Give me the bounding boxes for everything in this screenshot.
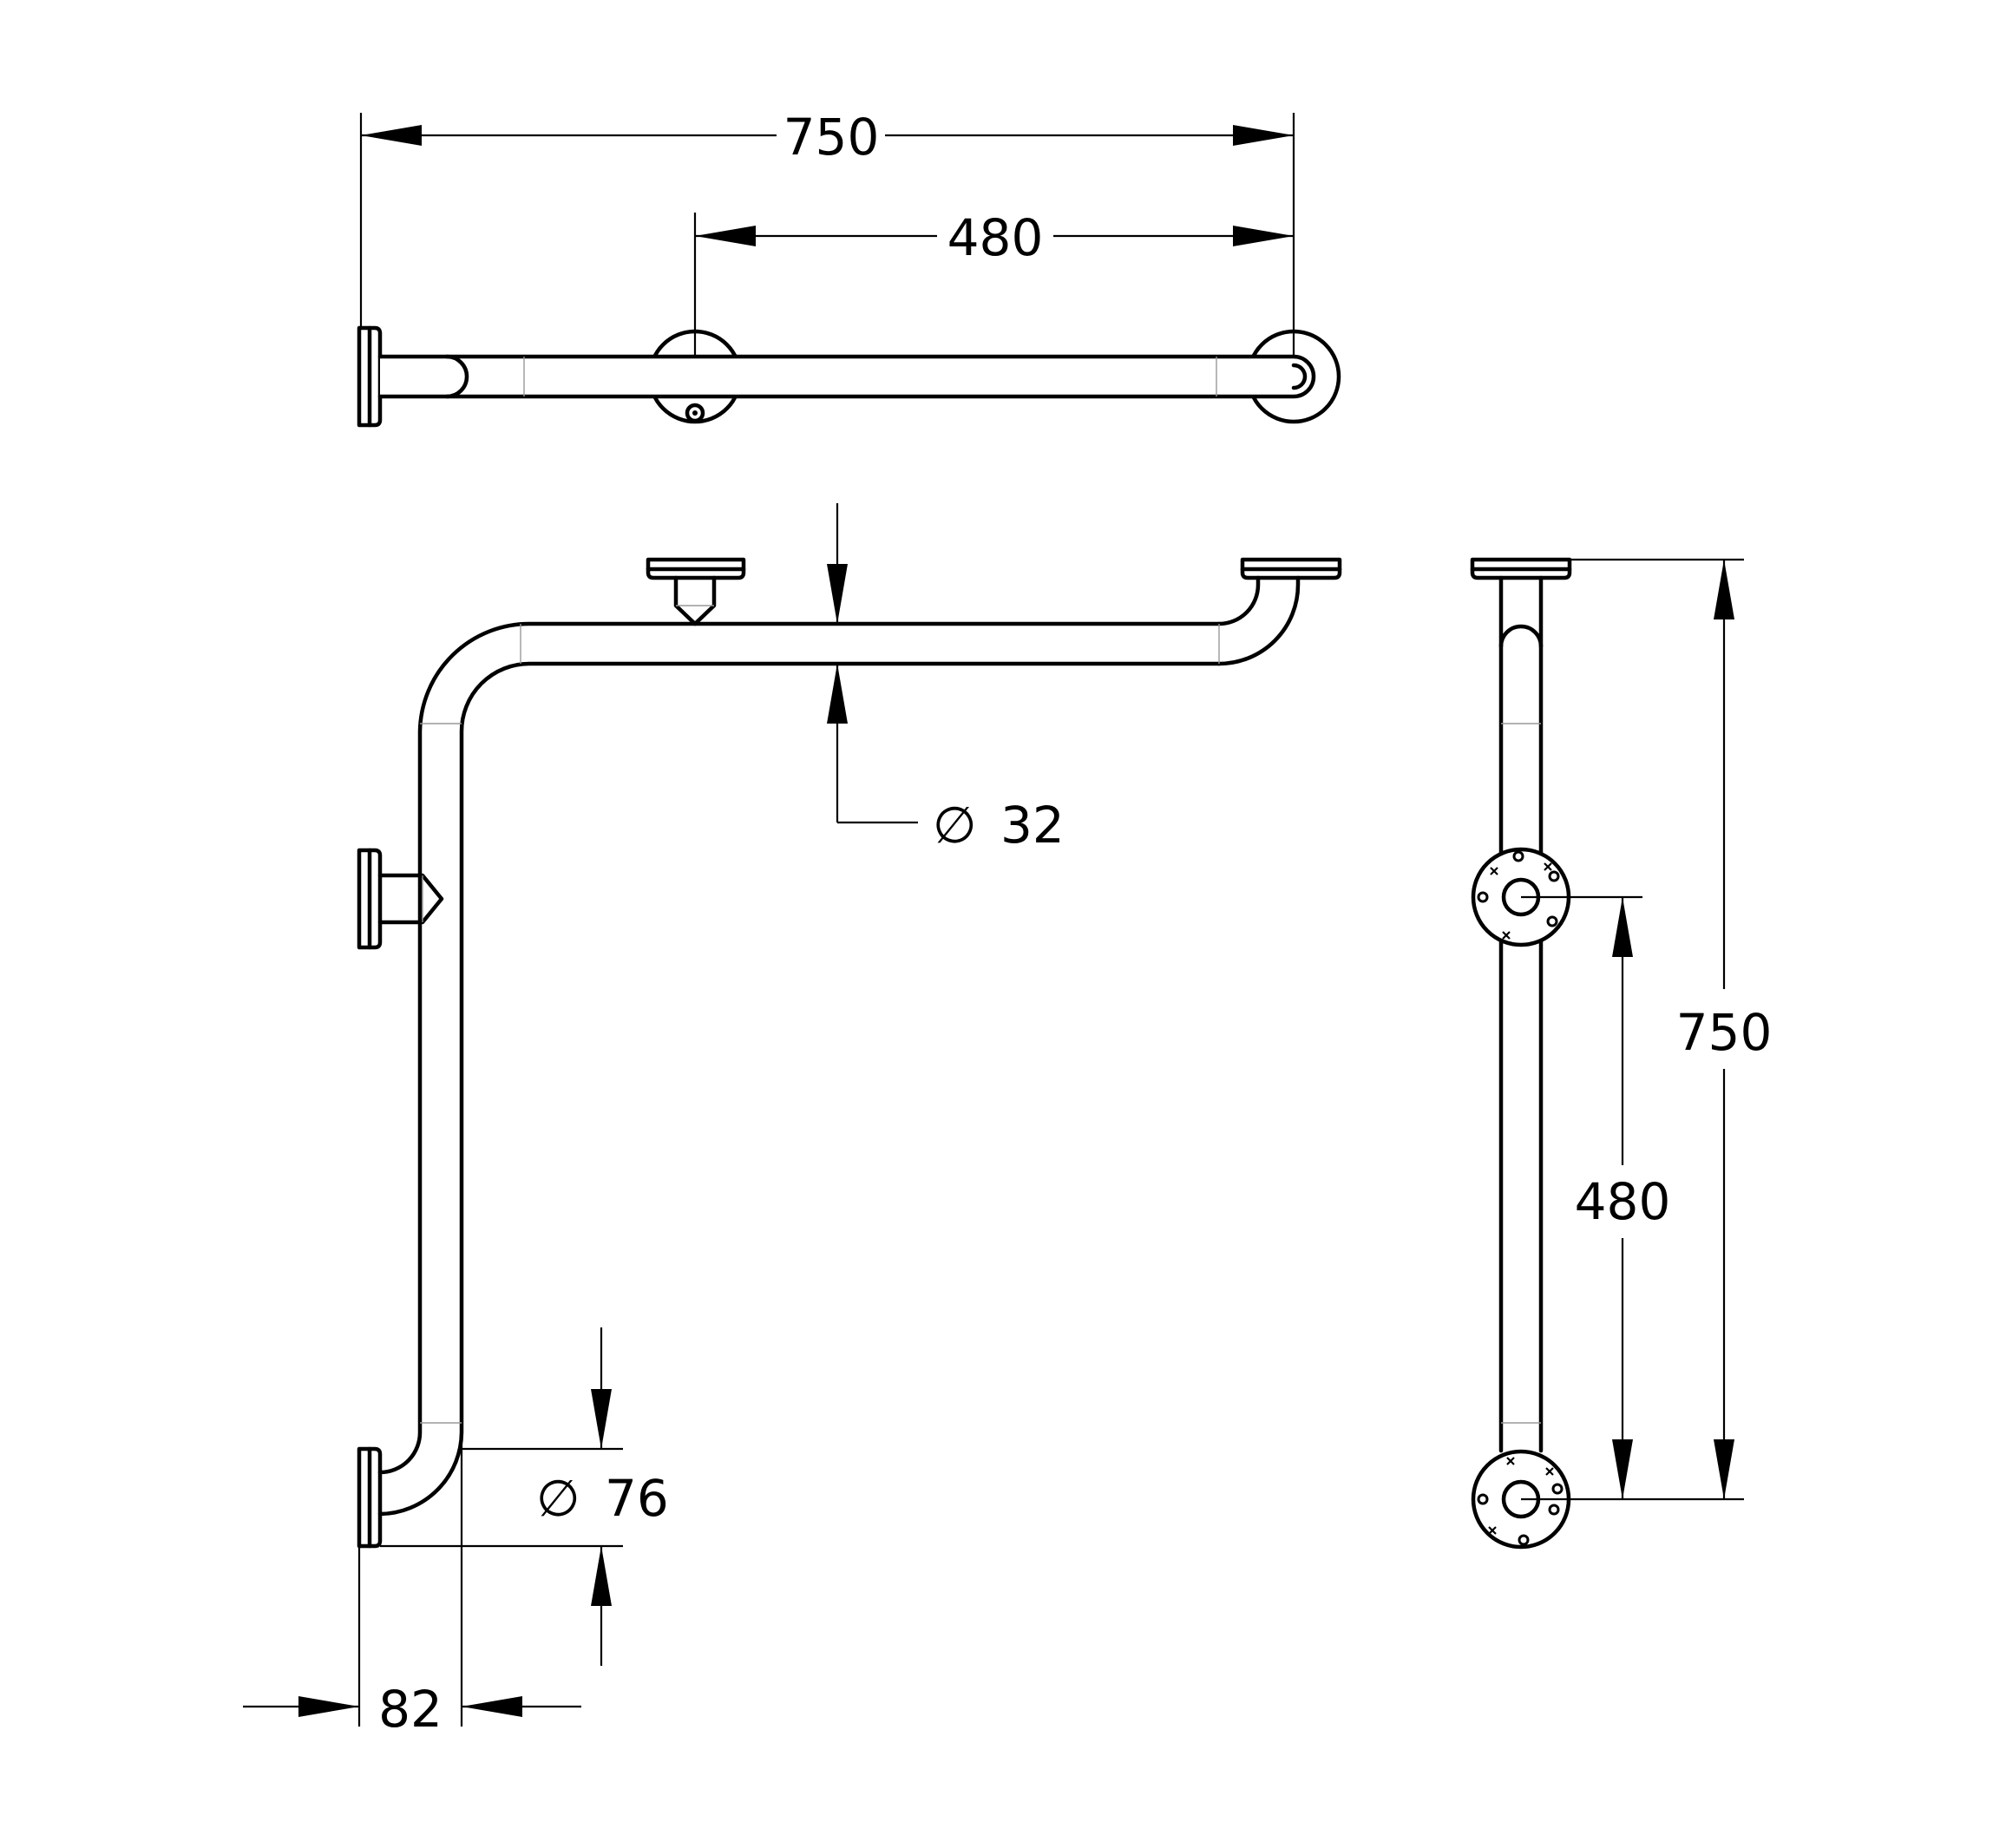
side-view: 750 480 [1470,557,1773,1550]
ceiling-flange-right [1240,557,1342,580]
dimension-82: 82 [243,1440,581,1739]
dimension-label-750-side: 750 [1676,1003,1773,1062]
dimension-label-32: 32 [1000,796,1065,855]
dimension-label-76: 76 [605,1469,669,1528]
ceiling-flange-left [646,557,746,580]
diameter-symbol-76: ∅ [536,1469,580,1528]
grab-bar-top-view [377,354,1316,399]
grab-bar-front-view [377,661,1222,1517]
front-view: ∅ 32 ∅ 76 82 [243,503,1342,1739]
dimension-label-480-top: 480 [947,208,1044,267]
diameter-symbol-32: ∅ [933,796,977,855]
dimension-diameter-76: ∅ 76 [380,1327,669,1666]
wall-flange-left [357,325,383,428]
side-ceiling-flange [1470,557,1572,580]
dimension-diameter-32: ∅ 32 [827,503,1065,855]
dimension-label-750-top: 750 [783,108,880,167]
top-view: 750 480 [357,108,1341,428]
wall-flange-side [357,848,383,950]
screw-icon [685,403,705,423]
dimension-480-top: 480 [695,208,1294,267]
dimension-750-top: 750 [361,108,1294,167]
dimension-480-side: 480 [1575,897,1671,1499]
dimension-750-side: 750 [1676,560,1773,1499]
dimension-label-82: 82 [378,1680,443,1739]
dimension-label-480-side: 480 [1575,1172,1671,1231]
floor-flange [357,1446,383,1549]
